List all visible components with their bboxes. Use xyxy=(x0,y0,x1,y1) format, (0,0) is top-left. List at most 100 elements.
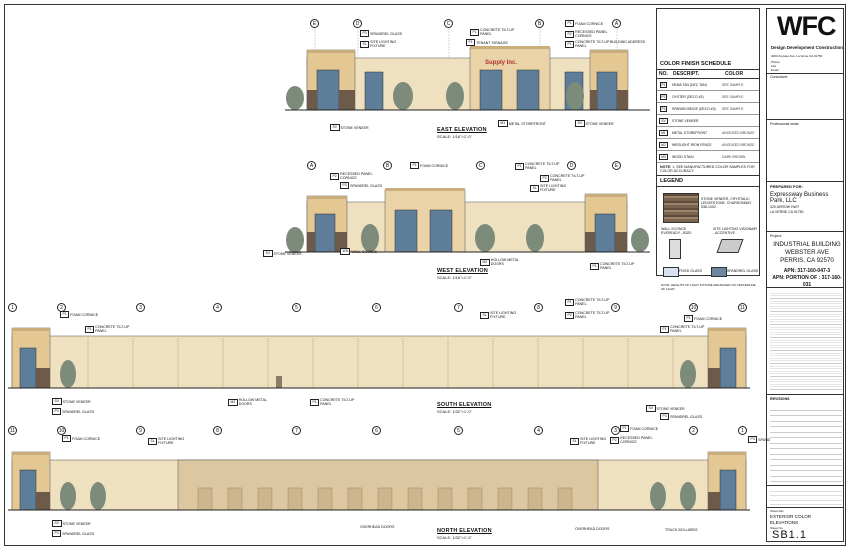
grid-bubble: B xyxy=(383,161,392,170)
grid-bubble: A xyxy=(307,161,316,170)
grid-bubble: 11 xyxy=(8,426,17,435)
grid-bubble: C xyxy=(476,161,485,170)
grid-bubble: 4 xyxy=(213,303,222,312)
sconce-label: WALL SCONCE EVEREADY - B320 xyxy=(661,227,692,235)
spandrel-label: SPANDREL GLASS xyxy=(727,269,759,273)
wall-sconce-icon xyxy=(669,239,681,259)
south-elevation-drawing xyxy=(8,327,750,389)
grid-bubble: E xyxy=(612,161,621,170)
project-name: INDUSTRIAL BUILDING WEBSTER AVE PERRIS, … xyxy=(773,241,841,264)
grid-bubble: 1 xyxy=(8,303,17,312)
revisions-label: REVISIONS xyxy=(770,397,790,401)
project-label: Project: xyxy=(770,234,782,238)
grid-bubble: 10 xyxy=(689,303,698,312)
client-address-2: LA VERNE CA 91750 xyxy=(770,210,804,214)
sheet-title: EXTERIOR COLOR ELEVATIONS xyxy=(770,514,812,525)
callout: TRUCK BOLLARDS xyxy=(665,528,698,532)
firm-contact: Phone Fax Email xyxy=(771,60,780,72)
elevation-scale: SCALE: 1/32"=1'-0" xyxy=(437,535,472,540)
site-light-icon xyxy=(716,239,744,253)
sheet-border xyxy=(4,4,846,546)
grid-bubble: 9 xyxy=(136,426,145,435)
grid-bubble: 10 xyxy=(57,426,66,435)
grid-bubble: D xyxy=(567,161,576,170)
callout: OVERHEAD DOORS xyxy=(360,525,395,529)
grid-bubble: E xyxy=(310,19,319,28)
color-schedule-title: COLOR FINISH SCHEDULE xyxy=(660,61,732,67)
revisions-table xyxy=(770,405,842,483)
stone-label: STONE VENEER, CRYSTALIC LEDGESTONE, CHAR… xyxy=(701,197,752,209)
elevation-scale: SCALE: 1/32"=1'-0" xyxy=(437,409,472,414)
height-note: NOTE: HEIGHTS OF LIGHT FIXTURE ARE BASED… xyxy=(661,283,756,291)
callout: OVERHEAD DOORS xyxy=(575,527,610,531)
elevation-scale: SCALE: 1/16"=1'-0" xyxy=(437,134,472,139)
elevation-title: WEST ELEVATION xyxy=(437,268,488,274)
firm-address: 4000 Anyway Ave. La Verne CA 91750 xyxy=(771,54,823,58)
grid-bubble: 3 xyxy=(136,303,145,312)
consultant-label: Consultant: xyxy=(770,75,788,79)
apn-block: APN: 317-160-047-3 APN: PORTION OF : 317… xyxy=(772,268,842,288)
seals-label: Professional seals: xyxy=(770,122,800,126)
grid-bubble: A xyxy=(612,19,621,28)
grid-bubble: 4 xyxy=(534,426,543,435)
stone-swatch xyxy=(663,193,699,223)
north-elevation-drawing xyxy=(8,451,750,511)
grid-bubble: 5 xyxy=(292,303,301,312)
site-light-label: SITE LIGHTING VISIONAIR - ACCENTIVE xyxy=(713,227,757,235)
firm-tagline: Design Development Construction xyxy=(771,45,843,50)
elevation-title: EAST ELEVATION xyxy=(437,127,487,133)
east-elevation-drawing: Supply Inc. xyxy=(285,28,650,112)
drawn-by-block xyxy=(770,487,842,505)
grid-bubble: B xyxy=(535,19,544,28)
sheet-title-label: Sheet title: xyxy=(770,509,785,513)
sheet-number: SB1.1 xyxy=(772,529,807,541)
color-schedule-panel: COLOR FINISH SCHEDULE NO. DESCRIPT. COLO… xyxy=(656,8,760,291)
firm-logo: WFC xyxy=(777,11,836,41)
prepared-for-label: PREPARED FOR: xyxy=(770,184,803,189)
fixed-glass-label: FIXED GLASS xyxy=(679,269,702,273)
legend-body: STONE VENEER, CRYSTALIC LEDGESTONE, CHAR… xyxy=(657,187,759,297)
legend-title: LEGEND xyxy=(657,175,759,187)
grid-bubble: 11 xyxy=(738,303,747,312)
grid-bubble: 7 xyxy=(292,426,301,435)
